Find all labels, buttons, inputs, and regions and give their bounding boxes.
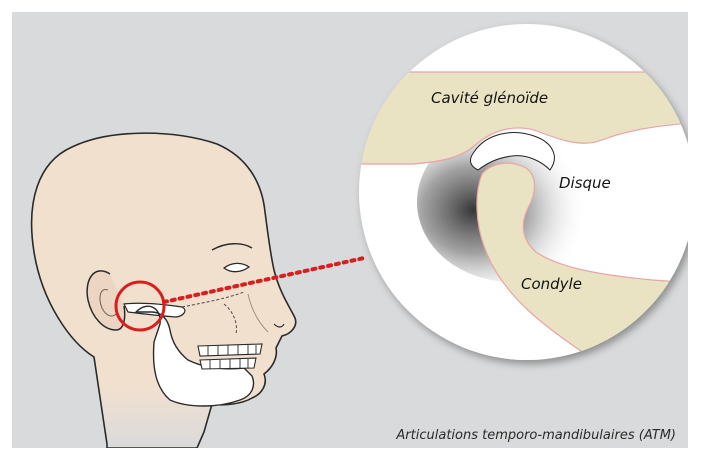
label-disc: Disque [559, 174, 611, 192]
label-condyle: Condyle [521, 275, 582, 293]
head [32, 133, 296, 448]
magnifier [352, 24, 688, 372]
label-glenoid-cavity: Cavité glénoïde [431, 89, 548, 107]
diagram-panel: Cavité glénoïde Disque Condyle Articulat… [12, 12, 688, 448]
figure-caption: Articulations temporo-mandibulaires (ATM… [396, 428, 676, 443]
illustration [12, 12, 688, 448]
head-skin [32, 133, 296, 448]
